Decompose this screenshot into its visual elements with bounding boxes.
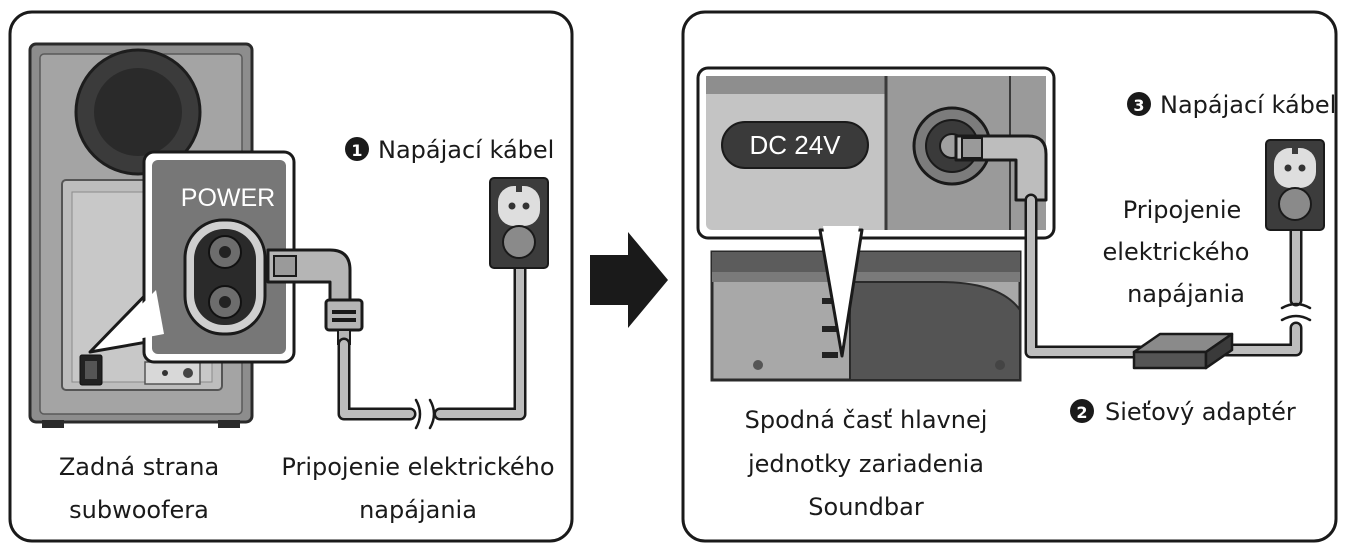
dc-socket-callout: DC 24V	[696, 66, 1056, 358]
dc-label: DC 24V	[749, 130, 841, 160]
step2-label-group: 2 Sieťový adaptér	[1070, 398, 1296, 426]
soundbar-caption-line3: Soundbar	[808, 493, 924, 521]
subwoofer-caption-line2: subwoofera	[69, 496, 209, 524]
step1-number: 1	[351, 141, 362, 160]
cable-break-mark	[414, 398, 436, 430]
subwoofer-caption-line1: Zadná strana	[59, 453, 219, 481]
right-panel: DC 24V	[681, 10, 1338, 543]
step1-label: Napájací kábel	[378, 136, 554, 164]
outlet-caption-right-line3: napájania	[1127, 280, 1245, 308]
power-cable-left	[337, 258, 527, 430]
power-socket-callout: POWER	[88, 150, 296, 364]
subwoofer-foot-right	[218, 420, 240, 428]
subwoofer-foot-left	[42, 420, 64, 428]
left-panel: POWER	[8, 10, 574, 543]
step3-badge	[1127, 92, 1151, 116]
soundbar-caption-line2: jednotky zariadenia	[747, 450, 984, 478]
soundbar-bottom	[710, 250, 1022, 382]
step1-badge	[345, 137, 369, 161]
wall-outlet-right	[1265, 139, 1325, 231]
step2-number: 2	[1076, 403, 1087, 422]
step2-label: Sieťový adaptér	[1105, 398, 1296, 426]
woofer-port-inner	[94, 68, 182, 156]
ac-adapter	[1132, 332, 1234, 370]
step1-label-group: 1 Napájací kábel	[345, 136, 554, 164]
power-cable-right	[1024, 193, 1312, 359]
outlet-caption-right-line1: Pripojenie	[1123, 196, 1242, 224]
power-label: POWER	[181, 184, 275, 212]
cable-break-mark-right	[1280, 302, 1312, 322]
right-arrow	[590, 232, 668, 328]
dc-label-badge	[721, 121, 869, 169]
wall-outlet-left	[489, 177, 549, 269]
angled-power-plug	[266, 248, 364, 345]
step2-badge	[1070, 399, 1094, 423]
step3-number: 3	[1133, 96, 1144, 115]
step3-label-group: 3 Napájací kábel	[1127, 91, 1336, 119]
soundbar-caption-line1: Spodná časť hlavnej	[745, 406, 988, 434]
step3-label: Napájací kábel	[1160, 91, 1336, 119]
outlet-caption-line2: napájania	[359, 496, 477, 524]
outlet-caption-line1: Pripojenie elektrického	[281, 453, 554, 481]
outlet-caption-right-line2: elektrického	[1103, 238, 1250, 266]
